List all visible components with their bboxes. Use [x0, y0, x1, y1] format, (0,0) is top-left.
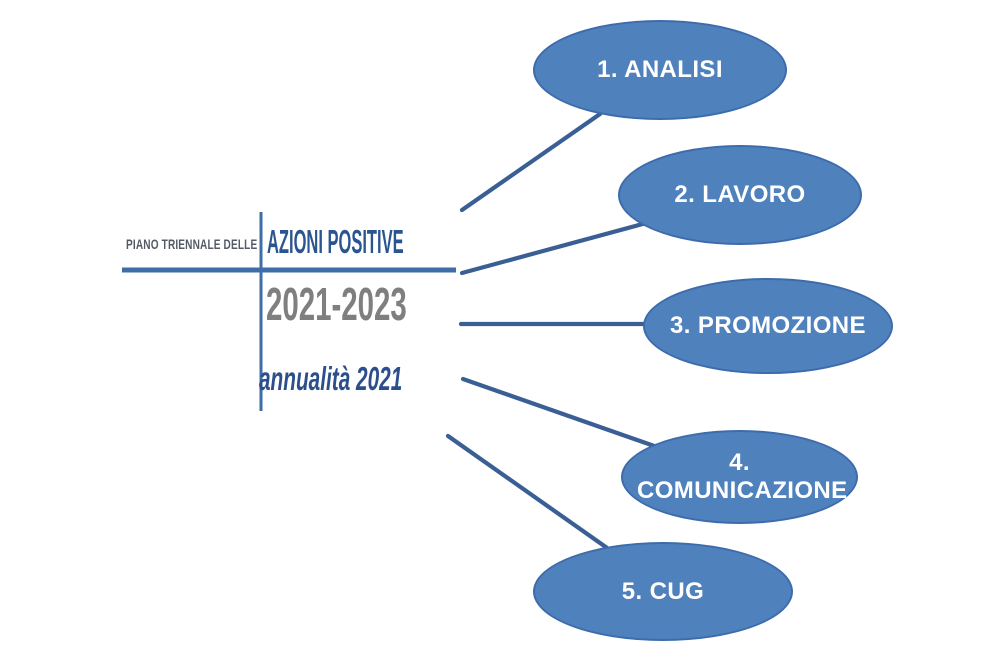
node-comunicazione: 4. COMUNICAZIONE: [621, 430, 858, 524]
plan-annuality: annualità 2021: [259, 360, 403, 397]
connector-to-analisi: [459, 111, 603, 213]
node-analisi-label: 1. ANALISI: [597, 56, 723, 84]
connector-to-comunicazione: [460, 376, 663, 451]
plan-title: AZIONI POSITIVE: [267, 223, 404, 260]
node-promozione-label: 3. PROMOZIONE: [670, 312, 866, 340]
node-comunicazione-label: 4. COMUNICAZIONE: [637, 449, 848, 504]
node-lavoro-label: 2. LAVORO: [674, 181, 806, 209]
node-cug-label: 5. CUG: [621, 577, 705, 605]
plan-period: 2021-2023: [266, 278, 407, 330]
node-analisi: 1. ANALISI: [533, 20, 787, 120]
connector-to-lavoro: [459, 219, 653, 276]
node-lavoro: 2. LAVORO: [618, 145, 862, 245]
node-promozione: 3. PROMOZIONE: [643, 278, 893, 374]
node-cug: 5. CUG: [533, 542, 793, 641]
connector-to-cug: [445, 433, 613, 553]
plan-eyebrow: PIANO TRIENNALE DELLE: [125, 236, 257, 252]
